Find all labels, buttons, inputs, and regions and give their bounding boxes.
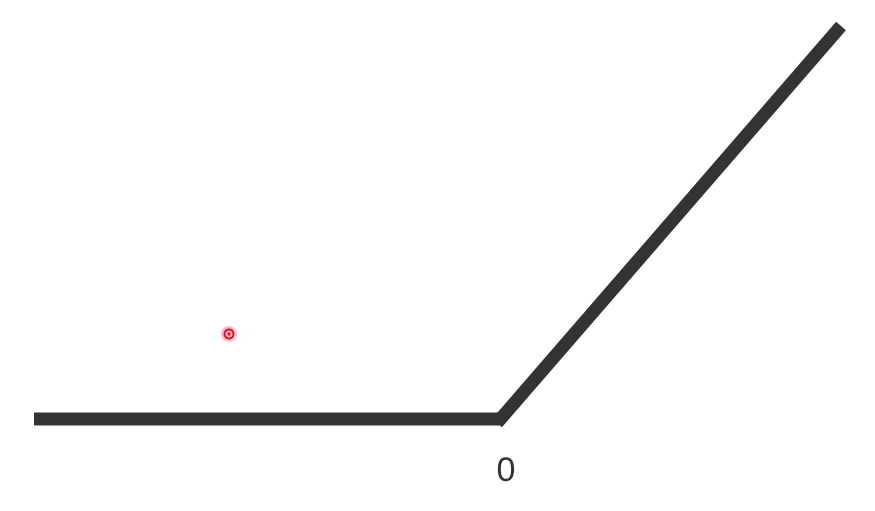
cursor-dot — [221, 326, 237, 342]
vertex-label: 0 — [497, 451, 516, 489]
slanted-ray — [492, 21, 846, 428]
